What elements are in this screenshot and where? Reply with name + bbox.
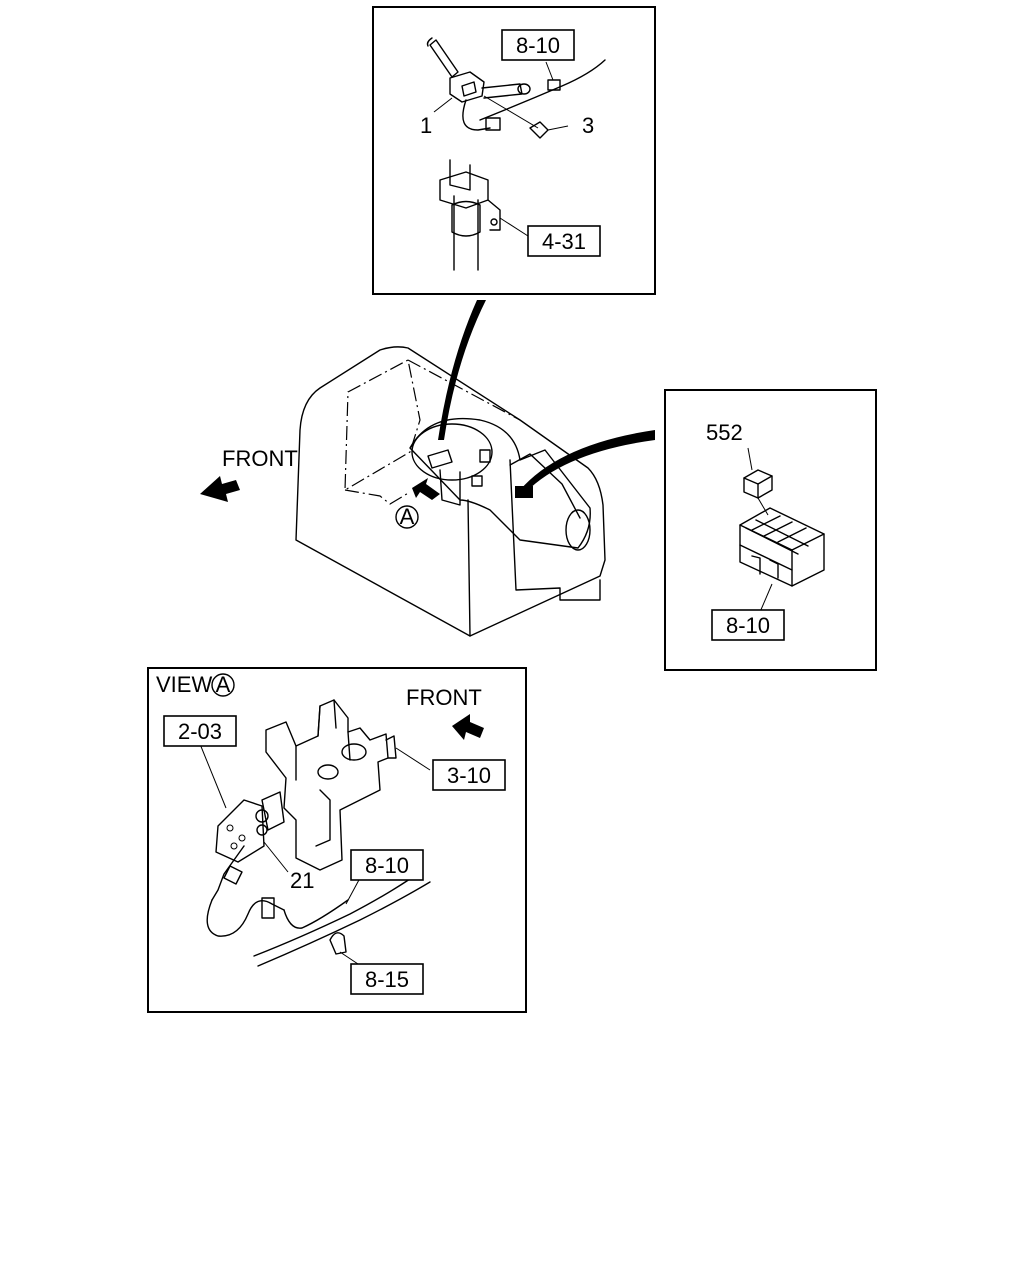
- part-number-21: 21: [290, 868, 314, 893]
- top-inset-leader: [438, 300, 486, 440]
- front-label-view-a: FRONT: [406, 685, 482, 710]
- view-a-marker: A: [400, 504, 415, 529]
- ref-2-03: 2-03: [178, 719, 222, 744]
- part-number-552: 552: [706, 420, 743, 445]
- view-a-title-marker: A: [216, 672, 231, 697]
- right-inset-leader: [520, 430, 655, 492]
- ref-8-10-right: 8-10: [726, 613, 770, 638]
- front-arrow-view-a-icon: [452, 714, 484, 740]
- view-a-title: VIEW: [156, 672, 212, 697]
- right-inset: 552 8-10: [664, 389, 877, 671]
- top-inset: 8-10 4-31 1 3: [372, 6, 656, 295]
- ref-3-10: 3-10: [447, 763, 491, 788]
- view-a-title-marker-icon: [211, 673, 235, 697]
- ref-8-10-top: 8-10: [516, 33, 560, 58]
- ref-8-10-view-a: 8-10: [365, 853, 409, 878]
- view-a-inset: VIEW A FRONT: [147, 667, 527, 1013]
- main-view: FRONT A: [200, 346, 606, 637]
- part-number-3: 3: [582, 113, 594, 138]
- front-arrow-icon: [200, 476, 240, 502]
- front-label-main: FRONT: [222, 446, 298, 471]
- ref-4-31: 4-31: [542, 229, 586, 254]
- ref-8-15: 8-15: [365, 967, 409, 992]
- part-number-1: 1: [420, 113, 432, 138]
- view-a-marker-icon: [395, 505, 419, 529]
